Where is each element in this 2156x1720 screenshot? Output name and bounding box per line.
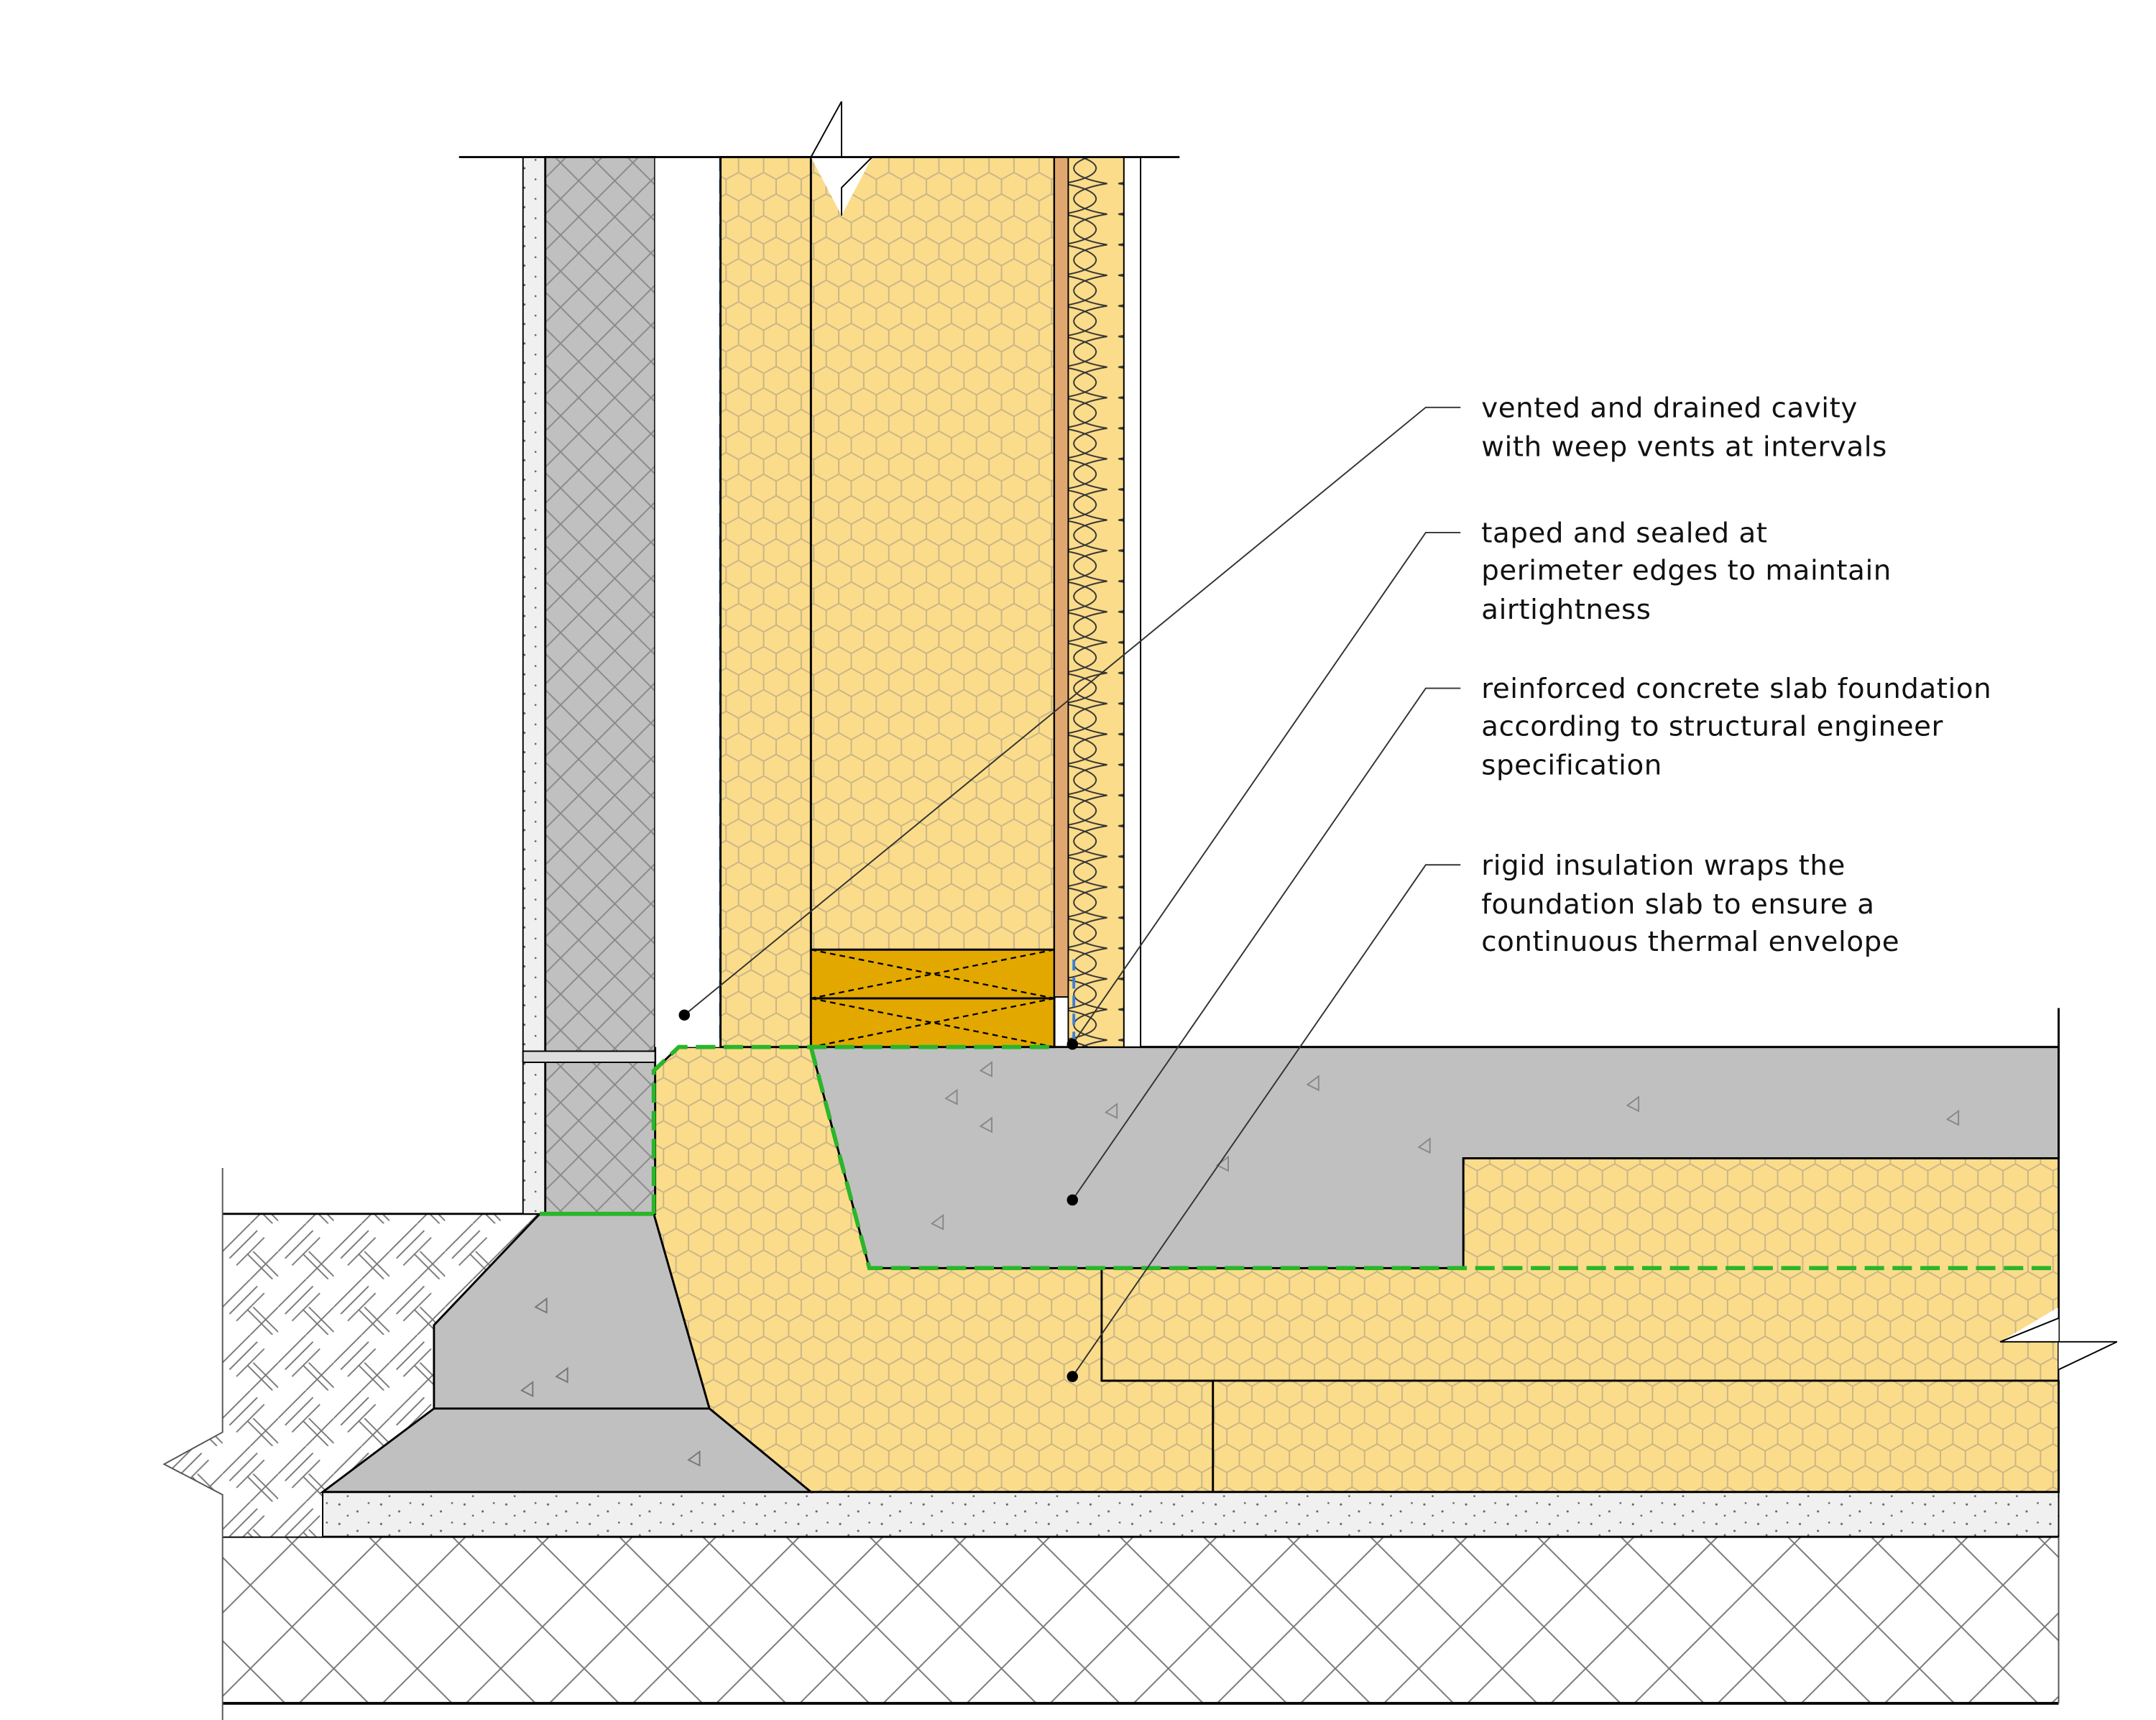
annotation-line: according to structural engineer bbox=[1481, 710, 1943, 742]
service-batt-insulation bbox=[1067, 156, 1125, 1048]
annotation-line: vented and drained cavity bbox=[1481, 392, 1858, 424]
break-symbol-right bbox=[2000, 1307, 2117, 1381]
annotation-line: rigid insulation wraps the bbox=[1481, 850, 1846, 882]
annotation-cavity: vented and drained cavity with weep vent… bbox=[1481, 392, 1887, 464]
annotation-line: perimeter edges to maintain bbox=[1481, 555, 1892, 587]
sheathing-board bbox=[1054, 156, 1069, 998]
dpc bbox=[522, 1050, 656, 1063]
leader-line-3 bbox=[1072, 687, 1461, 1201]
strip-footing bbox=[319, 1213, 814, 1494]
annotation-line: foundation slab to ensure a bbox=[1481, 888, 1874, 921]
leader-line-1 bbox=[683, 406, 1461, 1016]
leader-line-2 bbox=[1072, 531, 1461, 1045]
annotation-line: specification bbox=[1481, 750, 1662, 782]
leader-dot-1 bbox=[678, 1009, 690, 1021]
backfill-soil bbox=[164, 1213, 540, 1537]
ventilated-cavity bbox=[655, 157, 721, 1047]
annotation-slab: reinforced concrete slab foundation acco… bbox=[1481, 673, 1991, 781]
annotation-line: reinforced concrete slab foundation bbox=[1481, 673, 1991, 705]
dpm-membrane bbox=[808, 1046, 2059, 1271]
plasterboard bbox=[1123, 156, 1142, 1048]
annotation-insulation: rigid insulation wraps the foundation sl… bbox=[1481, 850, 1899, 958]
airtight-membrane bbox=[651, 1044, 1055, 1214]
leader-line-4 bbox=[1072, 864, 1461, 1377]
annotation-line: continuous thermal envelope bbox=[1481, 926, 1899, 958]
annotation-line: taped and sealed at bbox=[1481, 517, 1767, 549]
leader-dot-4 bbox=[1067, 1371, 1078, 1382]
gravel-bed bbox=[322, 1491, 2060, 1537]
leader-dot-2 bbox=[1067, 1039, 1078, 1050]
timber-sole-plates bbox=[809, 948, 1056, 1049]
annotation-line: airtightness bbox=[1481, 594, 1651, 626]
annotation-line: with weep vents at intervals bbox=[1481, 431, 1887, 464]
stud-insulation bbox=[809, 156, 1056, 951]
annotation-airtightness: taped and sealed at perimeter edges to m… bbox=[1481, 517, 1892, 626]
wall-insulation bbox=[719, 156, 812, 1049]
subsoil bbox=[222, 1536, 2059, 1703]
leader-dot-3 bbox=[1067, 1194, 1078, 1206]
